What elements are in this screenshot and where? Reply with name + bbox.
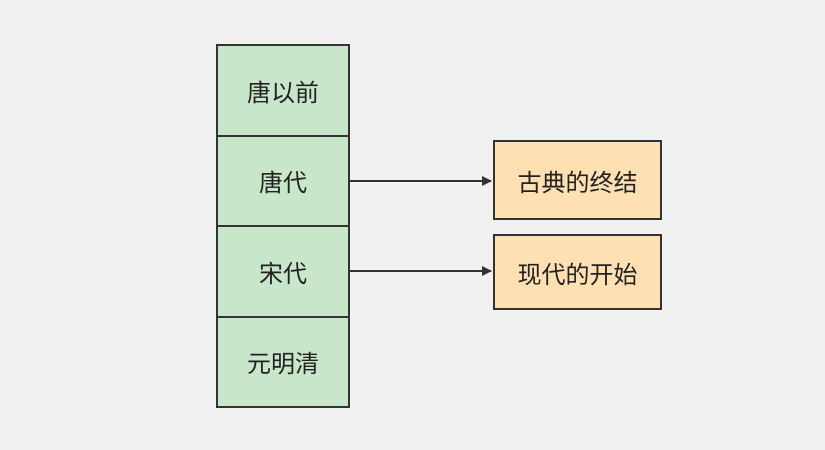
era-song: 宋代 [218, 225, 348, 316]
note-modern-start: 现代的开始 [493, 234, 662, 310]
note-label: 古典的终结 [517, 168, 638, 197]
era-label: 唐代 [259, 169, 307, 198]
era-before-tang: 唐以前 [218, 46, 348, 135]
note-classical-end: 古典的终结 [493, 140, 662, 220]
era-label: 宋代 [259, 259, 307, 288]
era-label: 元明清 [247, 350, 319, 379]
era-stack: 唐以前 唐代 宋代 元明清 [216, 44, 350, 408]
era-yuan-ming-qing: 元明清 [218, 315, 348, 407]
note-label: 现代的开始 [517, 260, 638, 289]
era-tang: 唐代 [218, 134, 348, 226]
era-label: 唐以前 [247, 78, 319, 107]
